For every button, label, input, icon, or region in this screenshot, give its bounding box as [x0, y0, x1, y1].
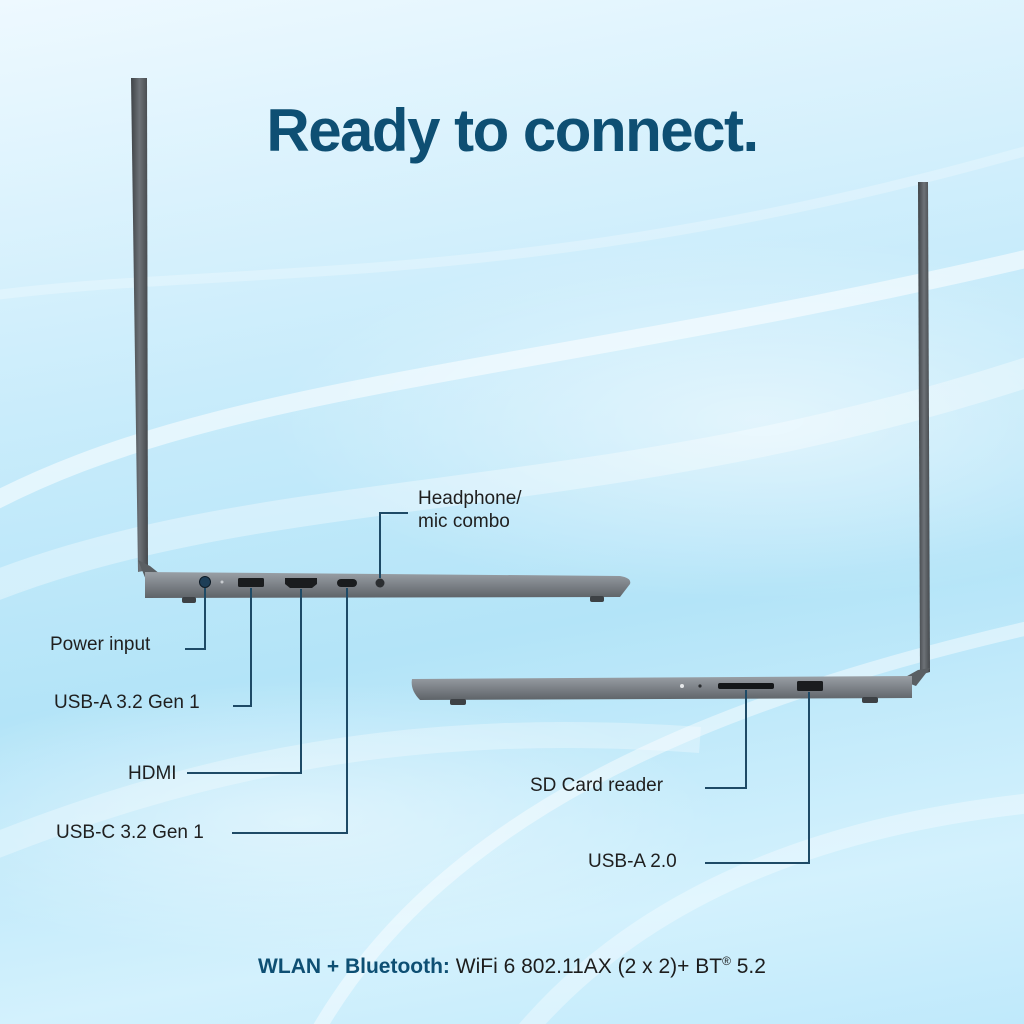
hdmi-port [285, 578, 317, 588]
left-laptop [131, 78, 631, 603]
spec-version: 5.2 [730, 955, 766, 978]
callout-usb-a-32 [233, 588, 252, 707]
callout-usb-c-32 [232, 588, 348, 834]
callout-hdmi [187, 589, 302, 774]
registered-mark: ® [722, 954, 731, 968]
headphone-label-line2: mic combo [418, 511, 510, 532]
status-led [680, 684, 684, 688]
spec-key: WLAN + Bluetooth: [258, 955, 450, 978]
headphone-mic-label: Headphone/ mic combo [418, 487, 522, 533]
sd-card-label: SD Card reader [530, 775, 664, 796]
status-led-2 [698, 684, 702, 688]
page-title: Ready to connect. [266, 97, 759, 164]
headphone-port [375, 578, 385, 588]
right-laptop-lid [918, 182, 930, 675]
power-input-label: Power input [50, 634, 151, 655]
left-laptop-lid [131, 78, 148, 572]
usb-c-32-label: USB-C 3.2 Gen 1 [56, 822, 204, 843]
right-laptop-foot-back [862, 697, 878, 703]
usb-c-port [337, 579, 357, 587]
connectivity-spec: WLAN + Bluetooth: WiFi 6 802.11AX (2 x 2… [0, 954, 1024, 979]
callout-lines [185, 512, 810, 864]
headphone-label-line1: Headphone/ [418, 488, 522, 509]
sd-card-slot [718, 683, 774, 689]
right-laptop [411, 182, 930, 705]
right-laptop-foot-front [450, 699, 466, 705]
callout-usb-a-20 [705, 692, 810, 864]
right-laptop-base [411, 676, 912, 700]
left-laptop-foot-front [182, 597, 196, 603]
usb-a-32-port [238, 578, 264, 587]
usb-a-20-label: USB-A 2.0 [588, 851, 677, 872]
power-led [220, 580, 224, 584]
callout-sd-card [705, 690, 747, 789]
usb-a-32-label: USB-A 3.2 Gen 1 [54, 692, 200, 713]
hdmi-label: HDMI [128, 763, 177, 784]
spec-value: WiFi 6 802.11AX (2 x 2)+ BT [449, 955, 723, 978]
left-laptop-base [145, 572, 631, 598]
callout-power [185, 588, 206, 650]
usb-a-20-port [797, 681, 823, 691]
power-port [199, 576, 211, 588]
left-laptop-foot-back [590, 596, 604, 602]
callout-headphone [379, 512, 408, 578]
